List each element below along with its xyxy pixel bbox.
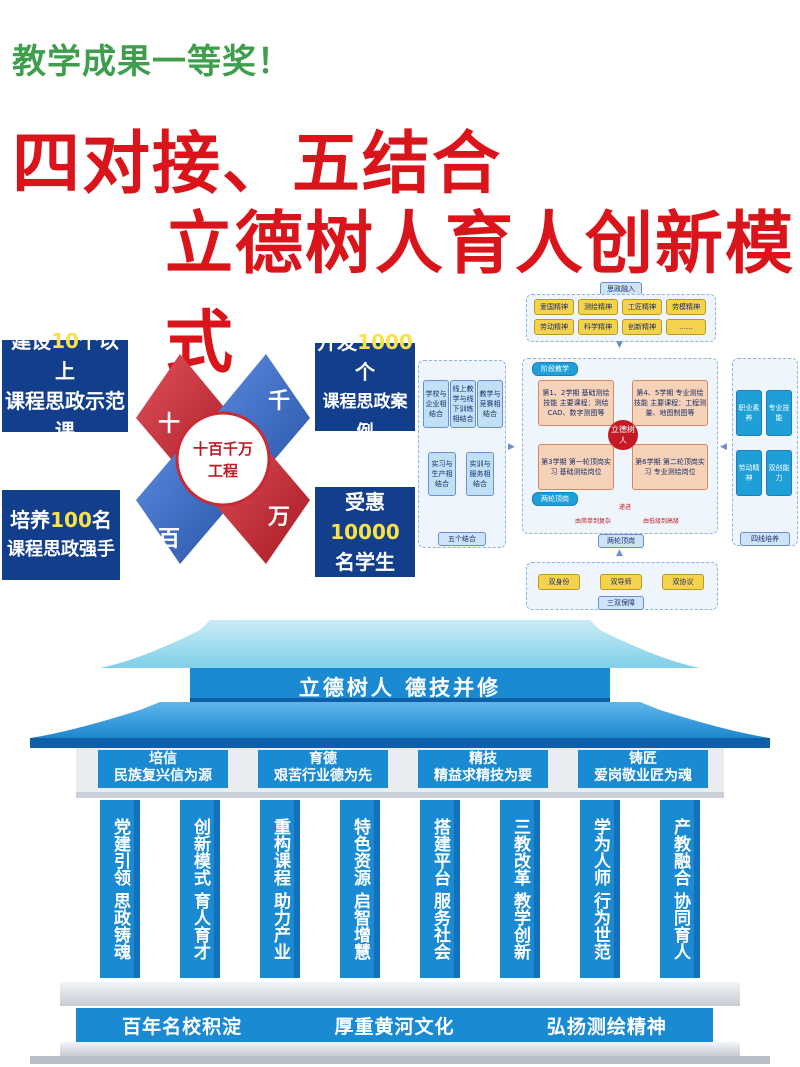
- cultivate-pill: 劳动精神: [736, 450, 762, 496]
- combine-pill: 实习与生产相结合: [428, 452, 456, 496]
- cultivate-pill: 双创能力: [766, 450, 792, 496]
- flow-diagram: 思政融入 爱国精神 测绘精神 工匠精神 劳模精神 劳动精神 科学精神 创新精神 …: [418, 282, 798, 612]
- title-line-1: 四对接、五结合: [12, 125, 503, 204]
- title-line-2: 立德树人育人创新模式: [165, 205, 796, 383]
- goal-text: 课程思政案例: [322, 392, 408, 442]
- cross-diagram: 十 千 百 万 十百千万 工程: [136, 354, 310, 564]
- center-label-line1: 十百千万: [193, 440, 253, 458]
- spirit-pill: 科学精神: [578, 319, 618, 335]
- two-round-label: 两轮顶岗: [532, 492, 578, 506]
- foundation-text: 百年名校积淀: [122, 1015, 243, 1038]
- pillar: 搭建平台 服务社会: [420, 800, 460, 978]
- stage-box: 第4、5学期 专业测绘技能 主要课程：工程测量、地图制图等: [632, 380, 708, 426]
- bottom-arrow-label: 两轮顶岗: [598, 534, 644, 548]
- goal-box-students: 受惠 10000 名学生: [315, 487, 415, 577]
- cultivate-pill: 职业素养: [736, 390, 762, 436]
- foundation-band: 百年名校积淀 厚重黄河文化 弘扬测绘精神: [76, 1008, 713, 1042]
- goal-text: 培养: [10, 508, 51, 532]
- goal-text: 课程思政示范课: [5, 389, 125, 443]
- slogan-band: [190, 668, 610, 702]
- cultivate-pill: 专业技能: [766, 390, 792, 436]
- progress-right: 由低级到高级: [642, 518, 679, 525]
- beam-skill: 精技 精益求精技为要: [418, 751, 548, 785]
- upper-roof: [100, 620, 700, 668]
- spirit-pill: 爱国精神: [534, 299, 574, 315]
- foundation-step: [60, 1042, 740, 1056]
- goal-text: 个以上: [55, 329, 119, 383]
- petal-label-hundred: 百: [158, 527, 180, 552]
- beam-title: 育德: [309, 751, 337, 767]
- building-illustration: [30, 620, 770, 1064]
- guarantee-pill: 双身份: [538, 574, 580, 590]
- right-arrow-icon: ▶: [508, 442, 515, 452]
- goal-text: 开发: [317, 330, 358, 354]
- goal-box-cases: 开发1000 个 课程思政案例: [315, 330, 415, 442]
- goal-box-demo-courses: 建设10个以上 课程思政示范课: [2, 329, 128, 443]
- spirit-pill: 创新精神: [622, 319, 662, 335]
- petal-label-ten-thousand: 万: [267, 505, 290, 530]
- pillar: 特色资源 启智增慧: [340, 800, 380, 978]
- roof-slogan: 立德树人 德技并修: [298, 676, 502, 700]
- goal-number: 100: [50, 508, 92, 532]
- spirit-pill: 劳模精神: [666, 299, 706, 315]
- spirit-pill: 劳动精神: [534, 319, 574, 335]
- down-arrow-icon: ▼: [616, 340, 623, 350]
- goal-text: 名学生: [335, 550, 395, 574]
- pillar: 三教改革 教学创新: [500, 800, 540, 978]
- goal-text: 建设: [11, 329, 52, 353]
- beam-craftsman: 铸匠 爱岗敬业匠为魂: [578, 751, 708, 785]
- spirit-pill: 测绘精神: [578, 299, 618, 315]
- left-arrow-icon: ◀: [720, 442, 727, 452]
- beam-title: 培信: [149, 751, 177, 767]
- pillar: 学为人师 行为世范: [580, 800, 620, 978]
- beam-text: 爱岗敬业匠为魂: [594, 768, 692, 784]
- award-subtitle: 教学成果一等奖！: [12, 42, 292, 82]
- beam-text: 民族复兴信为源: [114, 768, 212, 784]
- guarantee-pill: 双导师: [600, 574, 642, 590]
- pillar: 重构课程 助力产业: [260, 800, 300, 978]
- foundation-text: 弘扬测绘精神: [546, 1015, 667, 1038]
- progress-label: 递进: [618, 504, 631, 511]
- guarantee-label: 三双保障: [598, 596, 644, 610]
- combine-pill: 教学与竞赛相结合: [477, 380, 503, 428]
- guarantee-pill: 双协议: [662, 574, 704, 590]
- petal-label-thousand: 千: [268, 389, 290, 414]
- beam-morality: 育德 艰苦行业德为先: [258, 751, 388, 785]
- up-arrow-icon: ▲: [616, 548, 623, 558]
- goal-text: 名: [91, 508, 112, 532]
- left-label: 五个结合: [438, 532, 486, 546]
- beam-text: 精益求精技为要: [434, 768, 532, 784]
- pillar: 创新模式 育人育才: [180, 800, 220, 978]
- foundation-text: 厚重黄河文化: [334, 1015, 455, 1038]
- goal-number: 10000: [330, 520, 400, 544]
- spirit-pill: 工匠精神: [622, 299, 662, 315]
- lower-roof: [30, 702, 770, 738]
- beam-text: 艰苦行业德为先: [274, 768, 372, 784]
- stage-box: 第1、2学期 基础测绘技能 主要课程：测绘CAD、数字测图等: [538, 380, 614, 426]
- goal-number: 10: [51, 329, 79, 353]
- beam-title: 铸匠: [629, 751, 657, 767]
- stage-box: 第6学期 第二轮顶岗实习 专业测绘岗位: [632, 444, 708, 490]
- pillar-base: [60, 982, 740, 1006]
- combine-pill: 学校与企业相结合: [423, 380, 449, 428]
- beam-title: 精技: [469, 751, 497, 767]
- goal-text: 个: [355, 360, 375, 384]
- stage-box: 第3学期 第一轮顶岗实习 基础测绘岗位: [538, 444, 614, 490]
- goal-text: 课程思政强手: [7, 539, 115, 560]
- combine-pill: 实训与服务相结合: [466, 452, 494, 496]
- goal-text: 受惠: [345, 490, 385, 514]
- petal-label-ten: 十: [158, 412, 180, 437]
- center-label-line2: 工程: [208, 462, 238, 480]
- center-circle: 立德树人: [608, 420, 638, 450]
- beam-faith: 培信 民族复兴信为源: [98, 751, 228, 785]
- stage-label: 阶段教学: [532, 362, 578, 376]
- goal-box-teachers: 培养100名 课程思政强手: [2, 490, 120, 580]
- pillar: 产教融合 协同育人: [660, 800, 700, 978]
- combine-pill: 线上教学与线下训练相结合: [450, 380, 476, 428]
- goal-number: 1000: [357, 330, 413, 354]
- spirit-pill: ……: [666, 319, 706, 335]
- progress-left: 由简单到复杂: [574, 518, 611, 525]
- right-label: 四线培养: [740, 532, 790, 546]
- pillar: 党建引领 思政铸魂: [100, 800, 140, 978]
